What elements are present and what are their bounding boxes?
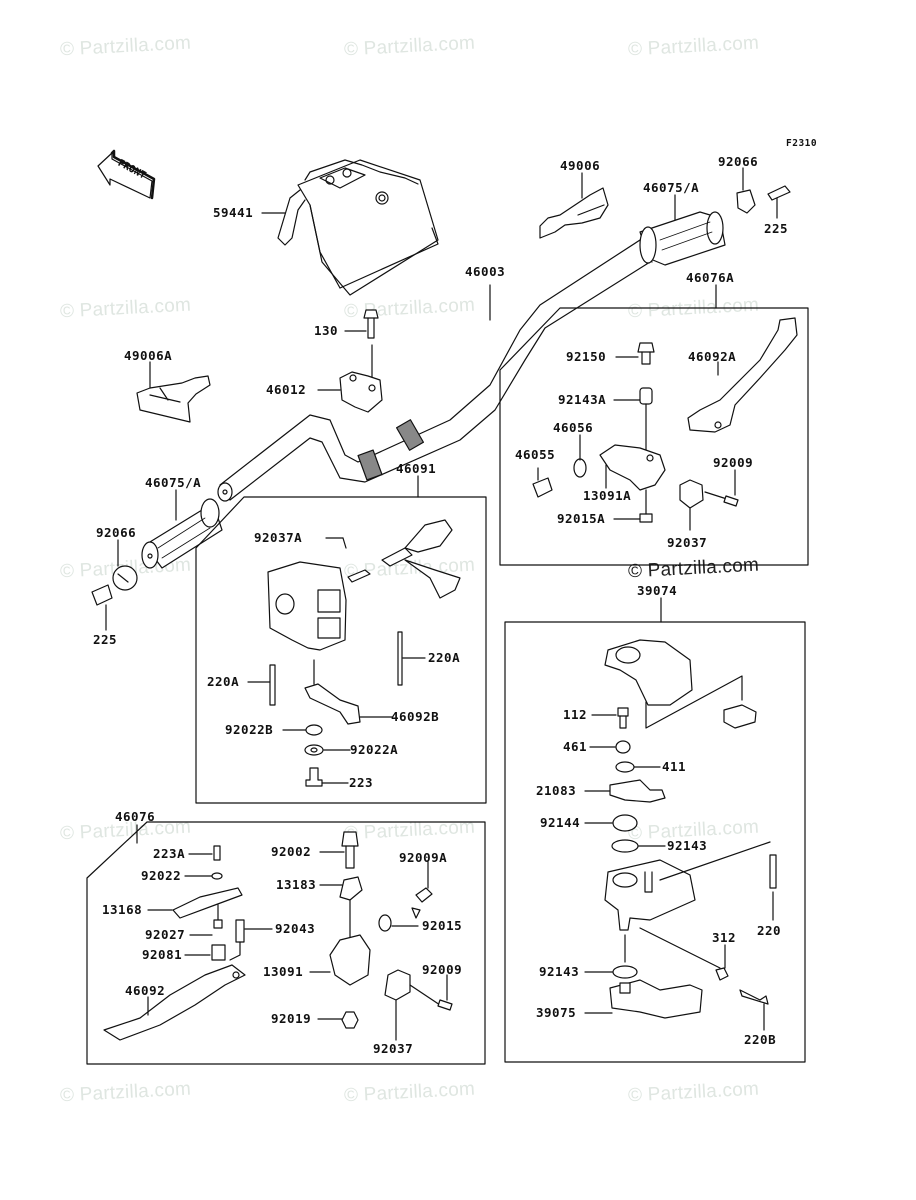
label-223a: 223A [153, 846, 186, 861]
label-46092b: 46092B [391, 709, 440, 724]
group-box-39074 [504, 621, 806, 1063]
label-220a-left: 220A [207, 674, 240, 689]
label-92043: 92043 [275, 921, 316, 936]
label-49006a: 49006A [124, 348, 173, 363]
label-13091: 13091 [263, 964, 304, 979]
part-13091a-holder [599, 444, 666, 491]
label-92150: 92150 [566, 349, 607, 364]
label-411: 411 [662, 759, 687, 774]
label-46012: 46012 [266, 382, 307, 397]
label-39074: 39074 [637, 583, 678, 598]
part-46092a-lever [687, 317, 798, 433]
label-13168: 13168 [102, 902, 143, 917]
label-92037a: 92037A [254, 530, 303, 545]
part-92066-endcap-left [112, 565, 138, 591]
label-92022a: 92022A [350, 742, 399, 757]
label-92037-b: 92037 [373, 1041, 414, 1056]
label-46056: 46056 [553, 420, 594, 435]
label-92022b: 92022B [225, 722, 274, 737]
label-21083: 21083 [536, 783, 577, 798]
label-92019: 92019 [271, 1011, 312, 1026]
part-46012-holder [339, 371, 383, 413]
label-112: 112 [563, 707, 588, 722]
label-46075a-right: 46075/A [643, 180, 700, 195]
part-92037-clamp [679, 479, 704, 509]
part-225-screw-right [767, 185, 791, 201]
label-92015a: 92015A [557, 511, 606, 526]
label-92027: 92027 [145, 927, 186, 942]
label-92002: 92002 [271, 844, 312, 859]
label-92009a: 92009A [399, 850, 448, 865]
part-46056 [573, 458, 587, 478]
label-225-right: 225 [764, 221, 789, 236]
label-92081: 92081 [142, 947, 183, 962]
label-92143-bottom: 92143 [539, 964, 580, 979]
part-46075a-grip-right [639, 211, 726, 266]
label-92143-top: 92143 [667, 838, 708, 853]
label-92015: 92015 [422, 918, 463, 933]
label-225-left: 225 [93, 632, 118, 647]
label-92037-a: 92037 [667, 535, 708, 550]
label-39075: 39075 [536, 1005, 577, 1020]
label-13091a: 13091A [583, 488, 632, 503]
part-92066-endcap-right [736, 189, 756, 214]
label-13183: 13183 [276, 877, 317, 892]
label-46092a: 46092A [688, 349, 737, 364]
label-92144: 92144 [540, 815, 581, 830]
part-21083-plate [609, 779, 666, 803]
front-arrow-icon [97, 149, 156, 200]
label-220a-right: 220A [428, 650, 461, 665]
group-box-46076a [499, 307, 809, 566]
label-92022: 92022 [141, 868, 182, 883]
label-92143a: 92143A [558, 392, 607, 407]
label-92066-left: 92066 [96, 525, 137, 540]
part-49006-cover [539, 187, 609, 239]
label-223: 223 [349, 775, 374, 790]
label-92009-a: 92009 [713, 455, 754, 470]
part-46055 [532, 477, 553, 498]
label-92066-right: 92066 [718, 154, 759, 169]
label-46076a: 46076A [686, 270, 735, 285]
part-59441-cover [277, 159, 439, 296]
label-92009-b: 92009 [422, 962, 463, 977]
part-46075a-grip-left [141, 498, 223, 569]
label-461: 461 [563, 739, 588, 754]
label-46076: 46076 [115, 809, 156, 824]
label-46091: 46091 [396, 461, 437, 476]
part-49006a-cover [136, 375, 211, 423]
part-13091-holder [329, 934, 371, 986]
label-312: 312 [712, 930, 737, 945]
label-46092: 46092 [125, 983, 166, 998]
part-92002-bolt [341, 831, 359, 847]
label-220: 220 [757, 923, 782, 938]
label-130: 130 [314, 323, 339, 338]
part-112-bolt [617, 707, 629, 717]
part-throttle-case-lower [604, 859, 696, 931]
label-49006: 49006 [560, 158, 601, 173]
part-225-screw-left [91, 584, 113, 606]
part-39075-pulley [609, 979, 703, 1019]
label-46075a-left: 46075/A [145, 475, 202, 490]
label-59441: 59441 [213, 205, 254, 220]
part-130-bolt [363, 309, 379, 339]
figure-code: F2310 [786, 138, 818, 149]
label-46003: 46003 [465, 264, 506, 279]
label-220b: 220B [744, 1032, 777, 1047]
part-46092-lever [103, 964, 246, 1041]
group-box-46091 [195, 496, 487, 804]
label-46055: 46055 [515, 447, 556, 462]
